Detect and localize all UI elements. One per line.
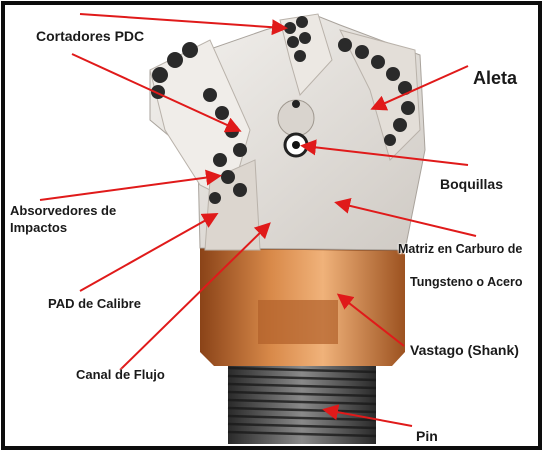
label-canal-flujo: Canal de Flujo [76,367,165,382]
label-vastago: Vastago (Shank) [410,342,519,358]
label-matriz-line2: Tungsteno o Acero [410,275,523,289]
label-cortadores-pdc: Cortadores PDC [36,28,144,44]
label-pad-calibre: PAD de Calibre [48,296,141,311]
shank-body [200,248,405,366]
label-aleta: Aleta [473,68,517,89]
label-absorvedores-line1: Absorvedores de [10,203,116,218]
label-matriz-line1: Matriz en Carburo de [398,242,522,256]
label-boquillas: Boquillas [440,176,503,192]
label-pin: Pin [416,428,438,444]
label-absorvedores-line2: Impactos [10,220,67,235]
pin-thread [228,362,376,444]
